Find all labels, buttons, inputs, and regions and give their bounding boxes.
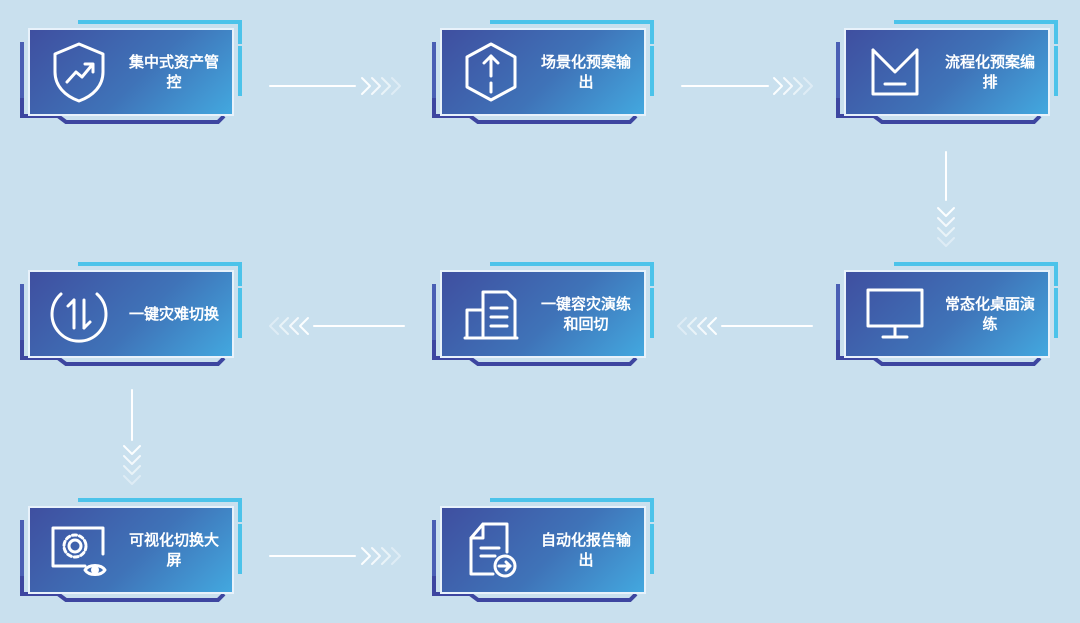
step-label: 可视化切换大屏 [128,531,219,569]
card-frame [20,262,242,366]
card-frame [836,20,1058,124]
step-label: 场景化预案输出 [540,53,631,91]
connector-arrow-2-3 [681,77,813,95]
card-frame [836,262,1058,366]
card-frame [20,498,242,602]
card-frame [432,262,654,366]
screen-gear-eye-icon [44,515,114,585]
step-card-visual-switch-screen: 可视化切换大屏 [18,498,244,602]
step-card-regular-tabletop-drill: 常态化桌面演练 [834,262,1060,366]
connector-arrow-7-8 [269,547,401,565]
document-arrow-icon [456,515,526,585]
connector-arrow-6-7 [123,389,141,485]
step-card-process-plan-orchestration: 流程化预案编排 [834,20,1060,124]
shield-trend-icon [44,37,114,107]
connector-arrow-3-4 [937,151,955,247]
card-frame [432,20,654,124]
switch-arrows-icon [44,279,114,349]
card-frame [432,498,654,602]
step-label: 自动化报告输出 [540,531,631,569]
card-frame [20,20,242,124]
connector-arrow-5-6 [269,317,405,335]
step-label: 流程化预案编排 [944,53,1035,91]
step-card-centralized-asset-control: 集中式资产管控 [18,20,244,124]
connector-arrow-4-5 [677,317,813,335]
tray-icon [860,37,930,107]
step-label: 一键容灾演练和回切 [540,295,631,333]
step-label: 一键灾难切换 [128,305,219,323]
box-upload-icon [456,37,526,107]
step-card-automated-report-output: 自动化报告输出 [430,498,656,602]
monitor-icon [860,279,930,349]
step-card-one-click-dr-drill-failback: 一键容灾演练和回切 [430,262,656,366]
step-card-scenario-plan-output: 场景化预案输出 [430,20,656,124]
step-label: 集中式资产管控 [128,53,219,91]
step-card-one-click-disaster-switch: 一键灾难切换 [18,262,244,366]
buildings-icon [456,279,526,349]
connector-arrow-1-2 [269,77,401,95]
step-label: 常态化桌面演练 [944,295,1035,333]
